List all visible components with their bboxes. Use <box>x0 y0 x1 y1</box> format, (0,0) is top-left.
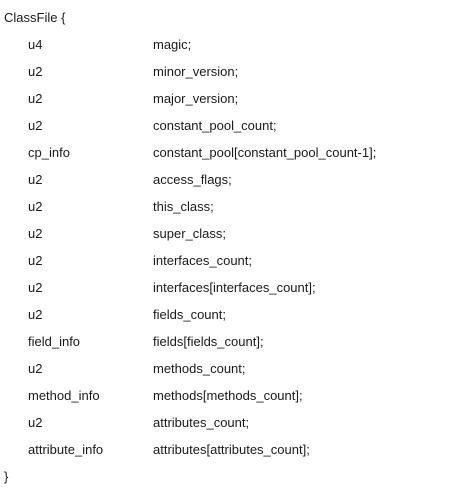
field-row: u2 constant_pool_count; <box>0 118 467 145</box>
field-name: attributes_count; <box>153 415 250 430</box>
field-type: u2 <box>28 64 43 79</box>
field-name: super_class; <box>153 226 226 241</box>
field-row: u2 this_class; <box>0 199 467 226</box>
field-row: field_info fields[fields_count]; <box>0 334 467 361</box>
field-type: u2 <box>28 307 43 322</box>
field-row: method_info methods[methods_count]; <box>0 388 467 415</box>
field-row: u2 super_class; <box>0 226 467 253</box>
field-name: fields_count; <box>153 307 226 322</box>
field-type: u2 <box>28 226 43 241</box>
field-row: u2 major_version; <box>0 91 467 118</box>
field-type: field_info <box>28 334 81 349</box>
field-name: minor_version; <box>153 64 239 79</box>
field-row: cp_info constant_pool[constant_pool_coun… <box>0 145 467 172</box>
field-type: attribute_info <box>28 442 104 457</box>
field-name: constant_pool_count; <box>153 118 277 133</box>
field-type: method_info <box>28 388 100 403</box>
field-row: u4 magic; <box>0 37 467 64</box>
field-type: u2 <box>28 361 43 376</box>
field-name: interfaces[interfaces_count]; <box>153 280 316 295</box>
field-name: methods_count; <box>153 361 246 376</box>
field-row: u2 fields_count; <box>0 307 467 334</box>
field-type: u2 <box>28 199 43 214</box>
field-row: u2 minor_version; <box>0 64 467 91</box>
field-name: attributes[attributes_count]; <box>153 442 310 457</box>
field-row: u2 interfaces_count; <box>0 253 467 280</box>
field-name: major_version; <box>153 91 239 106</box>
field-name: this_class; <box>153 199 214 214</box>
field-type: u4 <box>28 37 43 52</box>
field-type: u2 <box>28 253 43 268</box>
field-name: constant_pool[constant_pool_count-1]; <box>153 145 377 160</box>
field-row: u2 access_flags; <box>0 172 467 199</box>
classfile-open-line: ClassFile { <box>4 10 66 25</box>
field-row: u2 attributes_count; <box>0 415 467 442</box>
field-type: cp_info <box>28 145 70 160</box>
field-name: interfaces_count; <box>153 253 253 268</box>
classfile-close-line: } <box>4 469 9 484</box>
field-row: u2 methods_count; <box>0 361 467 388</box>
field-type: u2 <box>28 172 43 187</box>
field-name: access_flags; <box>153 172 232 187</box>
field-name: methods[methods_count]; <box>153 388 303 403</box>
field-type: u2 <box>28 91 43 106</box>
field-type: u2 <box>28 415 43 430</box>
field-type: u2 <box>28 280 43 295</box>
field-name: magic; <box>153 37 192 52</box>
field-name: fields[fields_count]; <box>153 334 264 349</box>
field-type: u2 <box>28 118 43 133</box>
field-row: u2 interfaces[interfaces_count]; <box>0 280 467 307</box>
field-row: attribute_info attributes[attributes_cou… <box>0 442 467 469</box>
